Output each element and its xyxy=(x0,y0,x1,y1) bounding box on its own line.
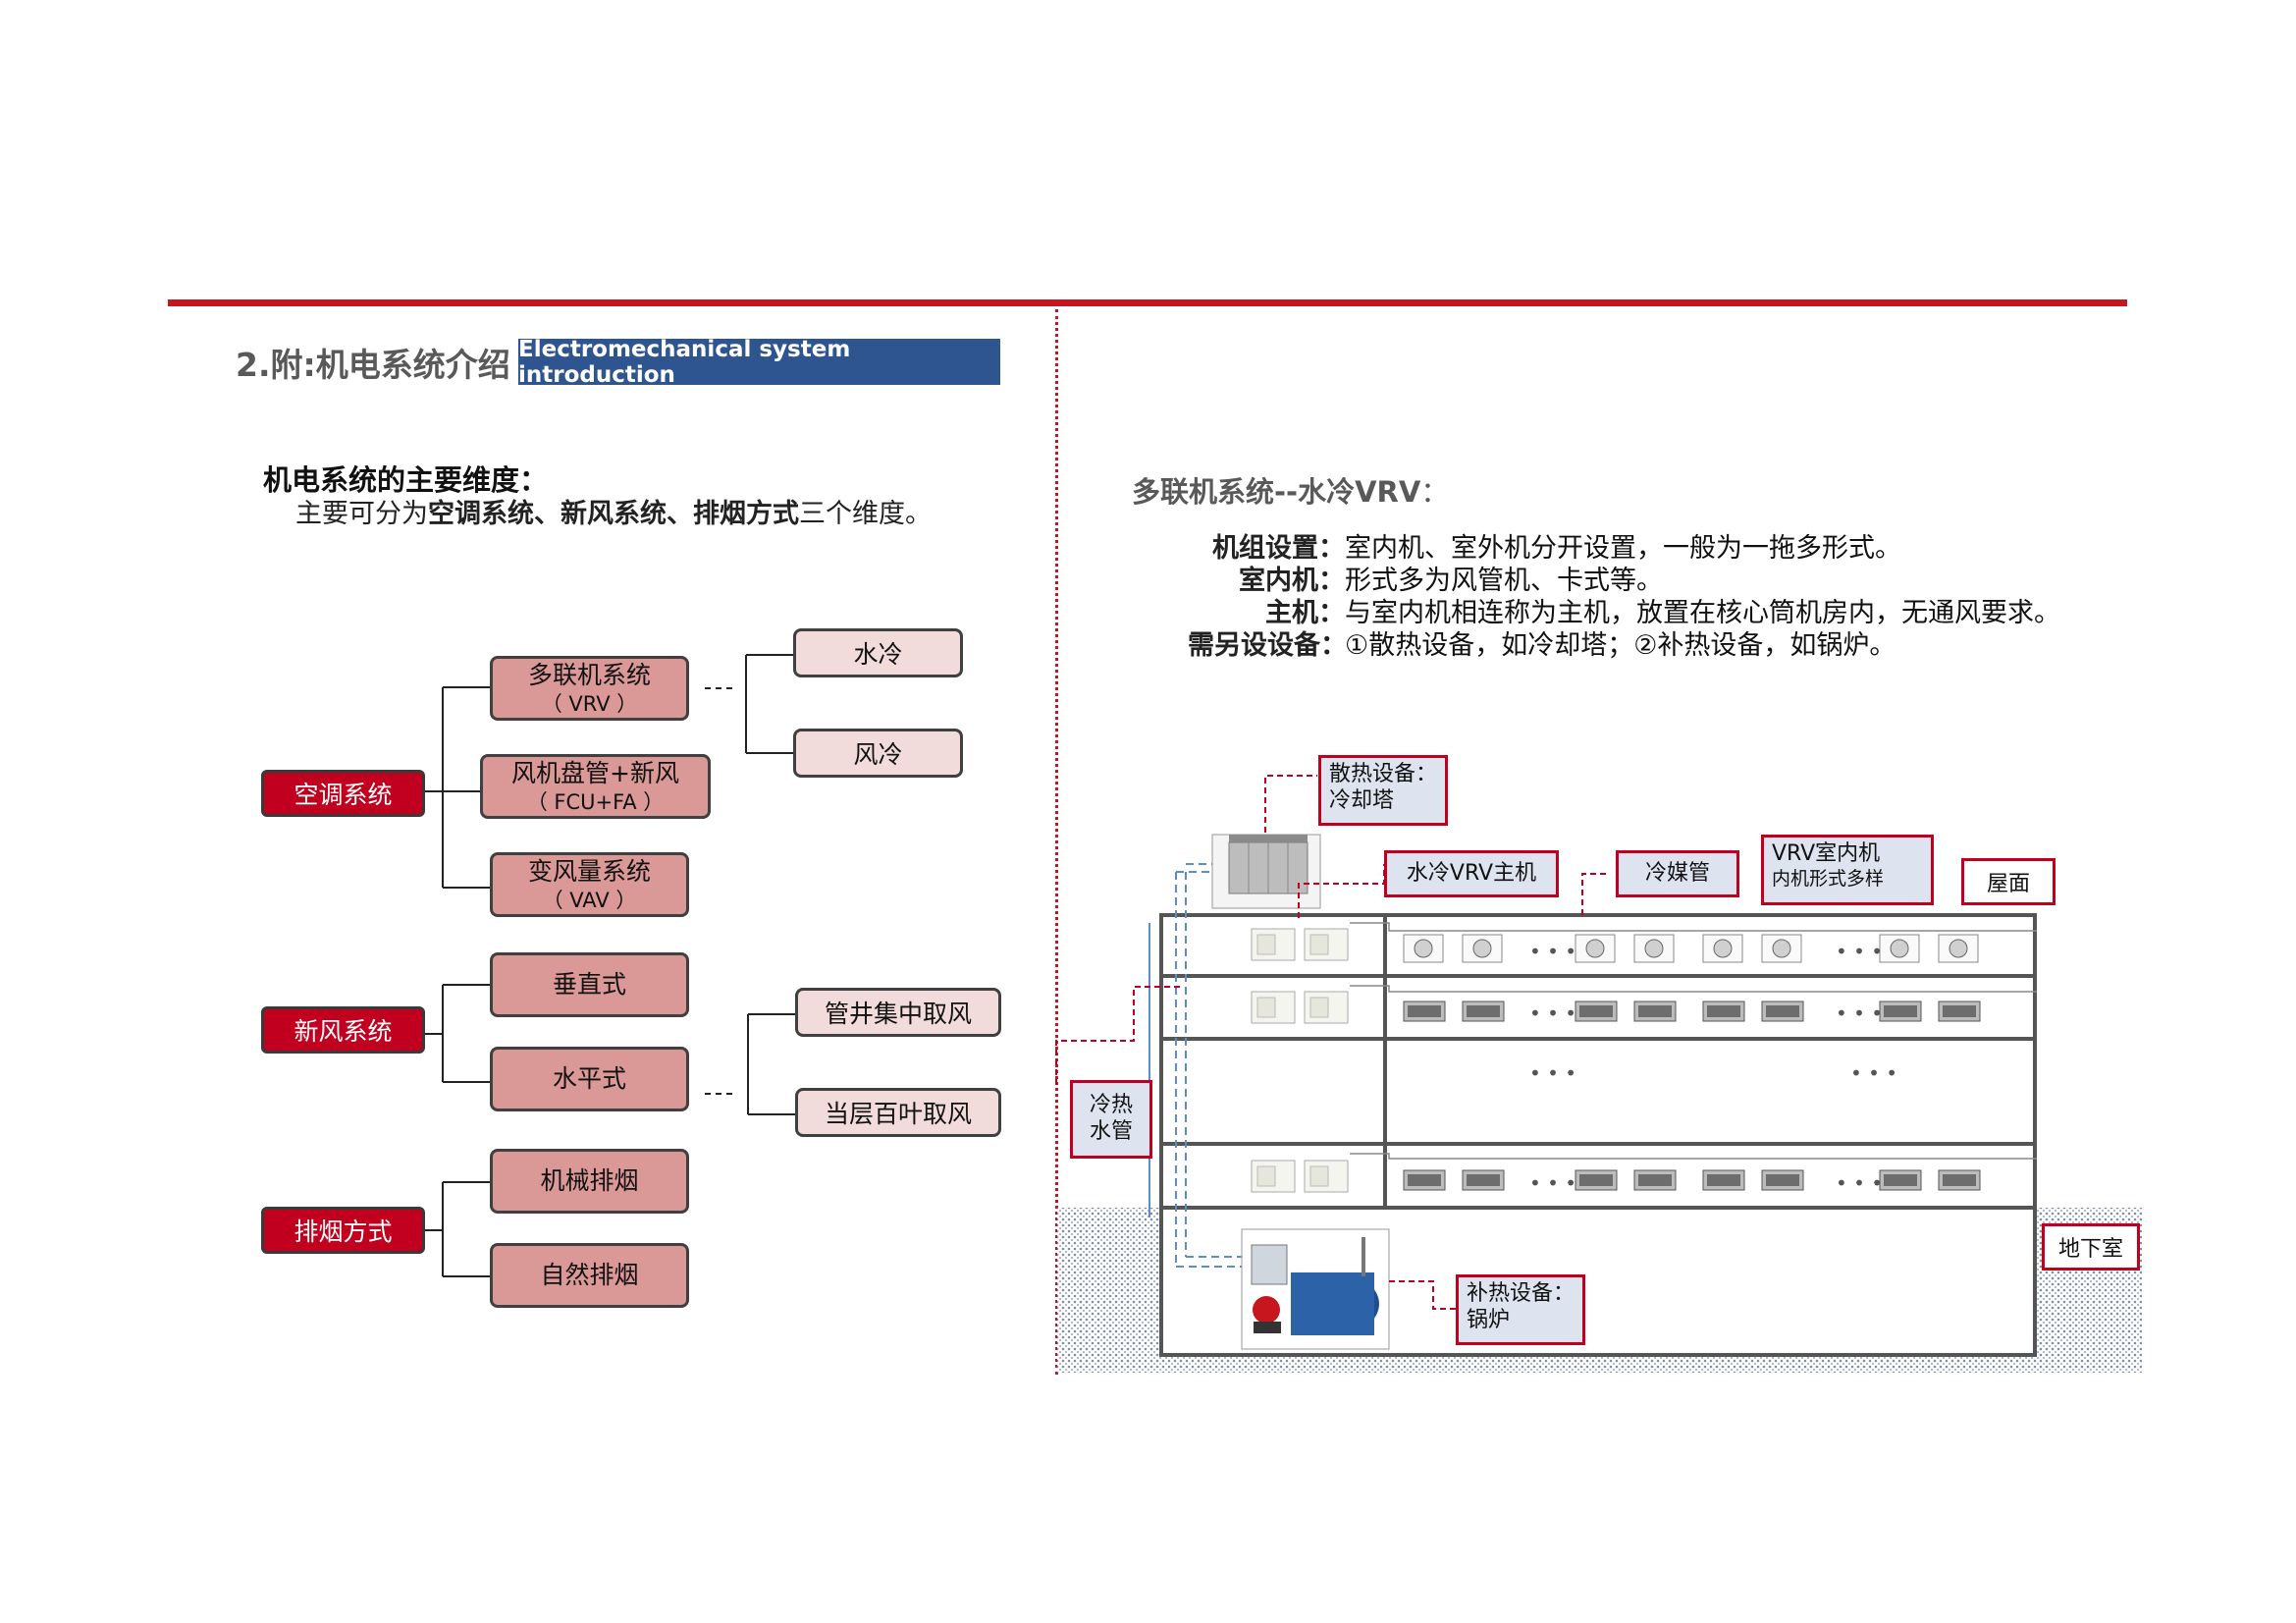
node-natural-name: 自然排烟 xyxy=(540,1260,638,1290)
category-ac: 空调系统 xyxy=(261,770,425,817)
node-horizontal: 水平式 xyxy=(490,1047,689,1111)
callout-roof: 屋面 xyxy=(1961,858,2056,905)
info-label: 需另设设备： xyxy=(1188,623,1345,662)
duct-unit-icon xyxy=(1762,1001,1803,1021)
duct-unit-icon xyxy=(1880,1001,1921,1021)
vrv-host-icon xyxy=(1305,992,1348,1023)
info-row-extra: 需另设设备：①散热设备，如冷却塔；②补热设备，如锅炉。 xyxy=(1188,623,1896,662)
cassette-unit-icon xyxy=(1703,935,1742,962)
duct-unit-icon xyxy=(1703,1001,1744,1021)
callout-basement: 地下室 xyxy=(2042,1223,2140,1271)
duct-unit-icon xyxy=(1939,1001,1980,1021)
ellipsis-mark: • • • xyxy=(1850,1061,1897,1085)
callout-water-pipe: 冷热 水管 xyxy=(1070,1080,1152,1159)
callout-heating-line1: 补热设备： xyxy=(1467,1281,1575,1308)
node-horizontal-name: 水平式 xyxy=(553,1063,626,1094)
node-vav-name: 变风量系统 xyxy=(528,856,651,887)
boiler-icon xyxy=(1242,1229,1389,1349)
callout-refrigerant: 冷媒管 xyxy=(1616,850,1739,897)
node-vertical: 垂直式 xyxy=(490,952,689,1017)
duct-unit-icon xyxy=(1762,1170,1803,1190)
duct-unit-icon xyxy=(1404,1001,1445,1021)
cassette-unit-icon xyxy=(1880,935,1919,962)
callout-cooling-line1: 散热设备： xyxy=(1329,762,1437,788)
vrv-title: 多联机系统--水冷VRV： xyxy=(1132,469,1449,511)
node-mechanical-exhaust: 机械排烟 xyxy=(490,1149,689,1214)
leaf-louver-intake: 当层百叶取风 xyxy=(795,1088,1001,1137)
cassette-unit-icon xyxy=(1404,935,1443,962)
leaf-water-cooled: 水冷 xyxy=(793,628,963,677)
duct-unit-icon xyxy=(1634,1170,1676,1190)
ellipsis-mark: • • • xyxy=(1836,1171,1883,1195)
duct-unit-icon xyxy=(1575,1001,1617,1021)
duct-unit-icon xyxy=(1463,1170,1504,1190)
cassette-unit-icon xyxy=(1463,935,1502,962)
duct-unit-icon xyxy=(1575,1170,1617,1190)
category-fresh-air: 新风系统 xyxy=(261,1006,425,1054)
callout-heating-line2: 锅炉 xyxy=(1467,1308,1575,1334)
duct-unit-icon xyxy=(1880,1170,1921,1190)
node-vrv-name: 多联机系统 xyxy=(528,660,651,690)
vrv-host-icon xyxy=(1252,929,1295,960)
callout-vrv-host: 水冷VRV主机 xyxy=(1384,850,1559,897)
ellipsis-mark: • • • xyxy=(1836,1001,1883,1025)
duct-unit-icon xyxy=(1404,1170,1445,1190)
category-smoke-exhaust: 排烟方式 xyxy=(261,1207,425,1254)
node-fcu-name: 风机盘管+新风 xyxy=(511,758,679,788)
callout-water-line2: 水管 xyxy=(1081,1119,1142,1146)
vrv-host-icon xyxy=(1252,1161,1295,1192)
building-diagram: • • • • • • • • • • • • • • • • • • • • … xyxy=(1055,746,2145,1384)
info-text: ①散热设备，如冷却塔；②补热设备，如锅炉。 xyxy=(1345,630,1896,661)
vrv-title-text: 多联机系统--水冷VRV xyxy=(1132,475,1420,509)
leaf-air-cooled: 风冷 xyxy=(793,729,963,778)
cassette-unit-icon xyxy=(1575,935,1615,962)
ellipsis-mark: • • • xyxy=(1529,1001,1576,1025)
node-natural-exhaust: 自然排烟 xyxy=(490,1243,689,1308)
callout-water-line1: 冷热 xyxy=(1081,1093,1142,1119)
cassette-unit-icon xyxy=(1762,935,1801,962)
vrv-host-icon xyxy=(1252,992,1295,1023)
duct-unit-icon xyxy=(1463,1001,1504,1021)
callout-indoor-unit: VRV室内机 内机形式多样 xyxy=(1761,835,1934,905)
callout-cooling-tower: 散热设备： 冷却塔 xyxy=(1318,755,1448,826)
node-vrv: 多联机系统 （ VRV ） xyxy=(490,656,689,721)
cassette-unit-icon xyxy=(1939,935,1978,962)
node-fcu: 风机盘管+新风 （ FCU+FA ） xyxy=(480,754,711,819)
callout-cooling-line2: 冷却塔 xyxy=(1329,788,1437,815)
node-vav: 变风量系统 （ VAV ） xyxy=(490,852,689,917)
node-vertical-name: 垂直式 xyxy=(553,969,626,1000)
ellipsis-mark: • • • xyxy=(1529,1061,1576,1085)
vrv-title-colon: ： xyxy=(1420,475,1449,509)
leaf-shaft-intake: 管井集中取风 xyxy=(795,988,1001,1037)
ellipsis-mark: • • • xyxy=(1529,940,1576,963)
callout-boiler: 补热设备： 锅炉 xyxy=(1456,1274,1585,1345)
node-vrv-abbr: （ VRV ） xyxy=(542,691,638,717)
cassette-unit-icon xyxy=(1634,935,1674,962)
callout-indoor-line1: VRV室内机 xyxy=(1772,841,1923,868)
duct-unit-icon xyxy=(1939,1170,1980,1190)
node-mechanical-name: 机械排烟 xyxy=(540,1165,638,1196)
cooling-tower-icon xyxy=(1212,835,1320,908)
ellipsis-mark: • • • xyxy=(1529,1171,1576,1195)
vrv-host-icon xyxy=(1305,1161,1348,1192)
node-vav-abbr: （ VAV ） xyxy=(543,888,637,913)
vrv-host-icon xyxy=(1305,929,1348,960)
duct-unit-icon xyxy=(1634,1001,1676,1021)
ellipsis-mark: • • • xyxy=(1836,940,1883,963)
duct-unit-icon xyxy=(1703,1170,1744,1190)
callout-indoor-line2: 内机形式多样 xyxy=(1772,868,1923,891)
node-fcu-abbr: （ FCU+FA ） xyxy=(527,789,665,815)
